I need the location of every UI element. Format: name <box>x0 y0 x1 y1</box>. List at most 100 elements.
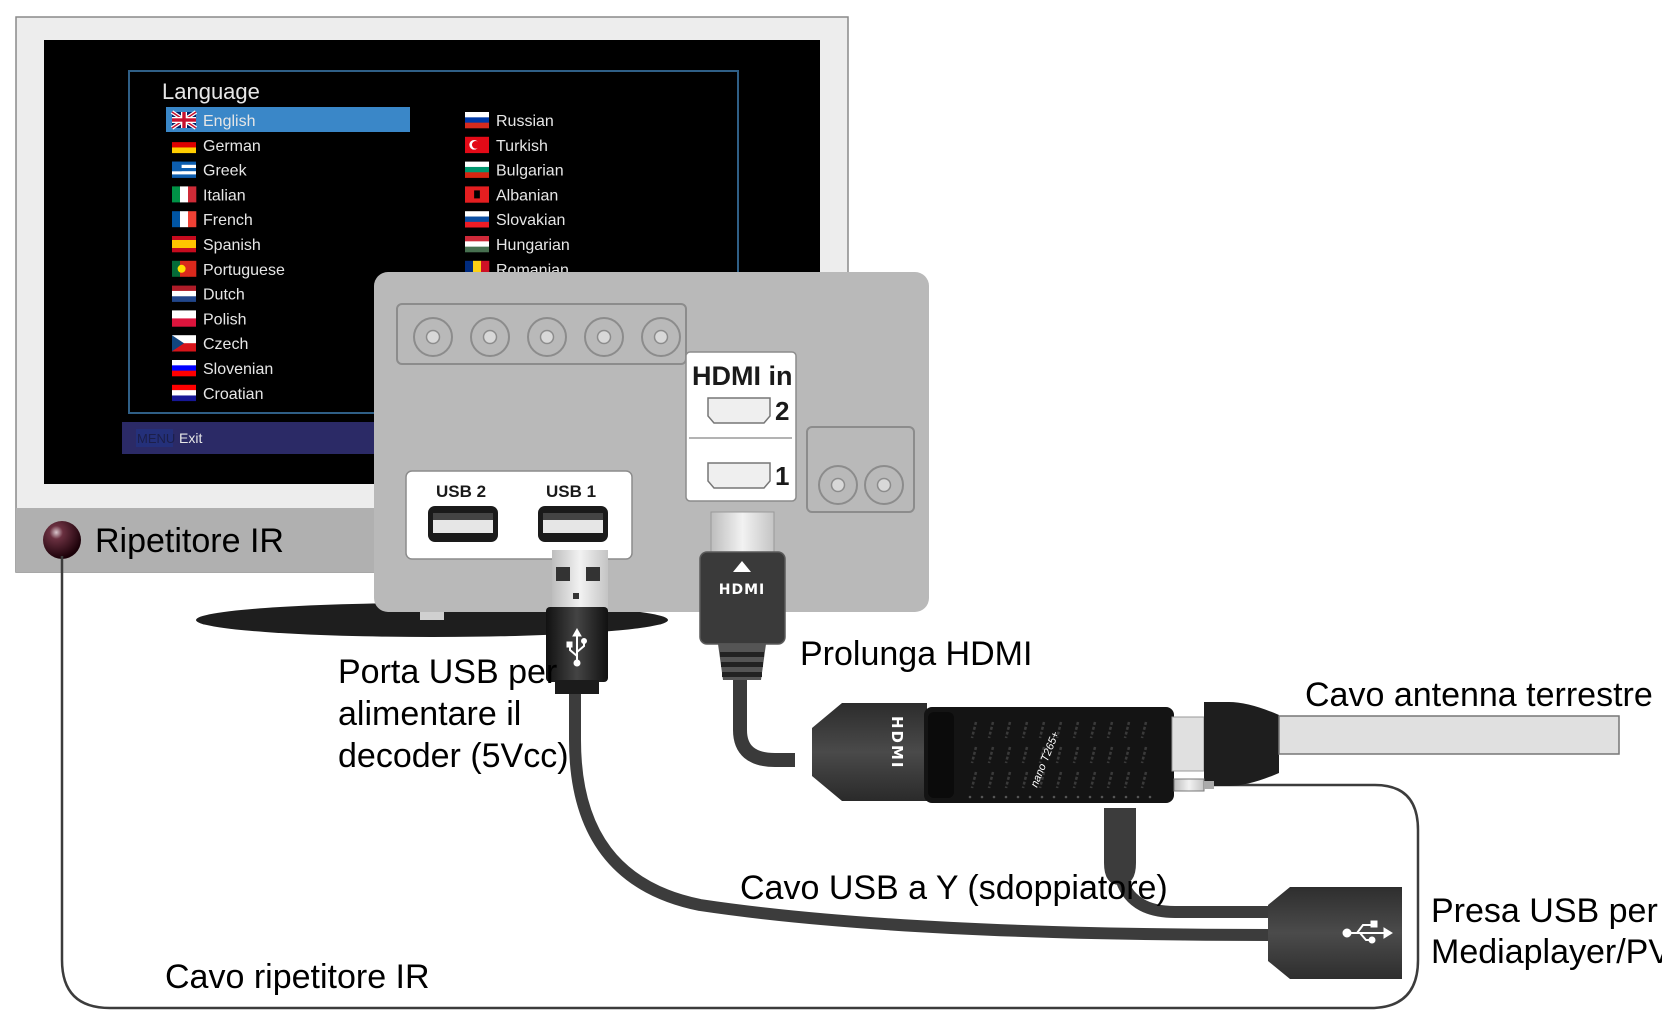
tv-back-panel: USB 2 USB 1 HDMI in 2 1 <box>374 272 929 612</box>
language-option[interactable]: Hungarian <box>465 236 570 254</box>
language-option-label: Russian <box>496 113 554 130</box>
tr-flag-icon <box>465 136 489 154</box>
language-option-label: Hungarian <box>496 237 570 254</box>
usb-power-label-line1: Porta USB per <box>338 653 557 691</box>
language-option-label: French <box>203 212 253 229</box>
language-option[interactable]: Croatian <box>172 384 263 403</box>
hdmi-adapter: HDMI <box>812 703 927 801</box>
rca-jack[interactable] <box>470 317 510 357</box>
language-option[interactable]: Portuguese <box>172 260 285 279</box>
y-cable-label: Cavo USB a Y (sdoppiatore) <box>740 869 1168 907</box>
rca-jack[interactable] <box>527 317 567 357</box>
usb-socket-label-line1: Presa USB per <box>1431 892 1658 930</box>
language-option-label: Dutch <box>203 287 245 304</box>
menu-key: MENU <box>137 431 175 446</box>
language-option[interactable]: Turkish <box>465 136 548 155</box>
rca-jack[interactable] <box>584 317 624 357</box>
language-option[interactable]: German <box>172 136 261 155</box>
usb2-port[interactable] <box>428 506 498 542</box>
ro-flag-icon <box>465 260 490 277</box>
usb2-label: USB 2 <box>436 482 486 501</box>
language-option-label: Bulgarian <box>496 163 564 180</box>
al-flag-icon <box>465 186 489 203</box>
language-option[interactable]: Polish <box>172 310 247 328</box>
language-option-label: Portuguese <box>203 262 285 279</box>
language-option[interactable]: Italian <box>172 186 246 204</box>
si-flag-icon <box>172 360 196 377</box>
language-option-label: Turkish <box>496 138 548 155</box>
language-option[interactable]: Russian <box>465 112 554 130</box>
language-option-label: Czech <box>203 336 248 353</box>
usb-socket-label-line2: Mediaplayer/PVR <box>1431 933 1662 971</box>
it-flag-icon <box>172 186 197 203</box>
antenna-jack[interactable] <box>864 465 904 505</box>
y-cable-decoder-plug <box>1104 808 1136 885</box>
hdmi-port-1-label: 1 <box>775 461 789 491</box>
language-option[interactable]: Bulgarian <box>465 161 564 180</box>
menu-title: Language <box>162 79 260 104</box>
es-flag-icon <box>172 236 196 253</box>
usb1-port[interactable] <box>538 506 608 542</box>
usb-socket <box>1268 887 1402 979</box>
language-option[interactable]: Greek <box>172 161 248 180</box>
hdmi-title: HDMI in <box>692 361 793 391</box>
menu-right-column: RussianTurkishBulgarianAlbanianSlovakian… <box>465 112 570 279</box>
rca-jacks <box>413 317 681 357</box>
hdmi-plug-logo: HDMI <box>719 582 765 598</box>
usb-y-cable-main <box>569 680 1271 941</box>
ir-jack-plug <box>1173 778 1214 792</box>
language-option-label: German <box>203 138 261 155</box>
language-option-label: Croatian <box>203 386 263 403</box>
language-option-label: Slovenian <box>203 361 273 378</box>
menu-key-badge <box>136 429 173 447</box>
language-option-label: Spanish <box>203 237 261 254</box>
language-option[interactable]: Czech <box>172 335 248 353</box>
language-option[interactable]: French <box>172 211 253 229</box>
antenna-jack[interactable] <box>818 465 858 505</box>
language-option-label: Slovakian <box>496 212 565 229</box>
language-option-label: Italian <box>203 187 246 204</box>
language-option[interactable]: Dutch <box>172 285 245 304</box>
antenna-cable-label: Cavo antenna terrestre <box>1305 676 1653 714</box>
antenna-jack-box <box>806 426 915 513</box>
de-flag-icon <box>172 136 196 154</box>
hu-flag-icon <box>465 236 489 253</box>
hdmi-plug: HDMI <box>699 511 786 680</box>
antenna-jacks <box>818 465 904 505</box>
menu-left-column: EnglishGermanGreekItalianFrenchSpanishPo… <box>170 110 285 403</box>
hdmi-port-2[interactable] <box>707 397 771 424</box>
uk-flag-icon <box>170 110 198 130</box>
ir-repeater-cable <box>60 556 1420 1010</box>
pl-flag-icon <box>172 310 196 327</box>
hdmi-extension-label: Prolunga HDMI <box>800 635 1032 673</box>
decoder-vents <box>968 721 1152 799</box>
ir-repeater-label: Ripetitore IR <box>95 522 284 560</box>
bg-flag-icon <box>465 161 489 178</box>
rca-jack[interactable] <box>641 317 681 357</box>
hdmi-extension-cable <box>733 670 795 767</box>
language-option-label: Polish <box>203 311 247 328</box>
usb-symbol-icon <box>566 627 587 667</box>
gr-flag-icon <box>172 161 196 178</box>
hdmi-port-1[interactable] <box>707 462 771 489</box>
fr-flag-icon <box>172 211 197 228</box>
hr-flag-icon <box>172 384 196 402</box>
language-option-label: Greek <box>203 163 248 180</box>
menu-highlight <box>166 107 410 132</box>
ir-cable-label: Cavo ripetitore IR <box>165 958 430 996</box>
language-menu: Language EnglishGermanGreekItalianFrench… <box>122 70 739 454</box>
language-option-label: Albanian <box>496 187 558 204</box>
usb1-label: USB 1 <box>546 482 596 501</box>
language-option[interactable]: Slovenian <box>172 360 273 378</box>
nl-flag-icon <box>172 285 196 302</box>
decoder-stick: nano T265+ <box>924 707 1174 803</box>
language-option[interactable]: Slovakian <box>465 211 565 229</box>
ru-flag-icon <box>465 112 489 129</box>
hdmi-adapter-logo: HDMI <box>888 716 906 770</box>
pt-flag-icon <box>172 260 197 277</box>
language-option[interactable]: Spanish <box>172 236 261 254</box>
rca-jack[interactable] <box>413 317 453 357</box>
language-option[interactable]: Albanian <box>465 186 558 204</box>
language-option[interactable]: English <box>170 110 255 130</box>
